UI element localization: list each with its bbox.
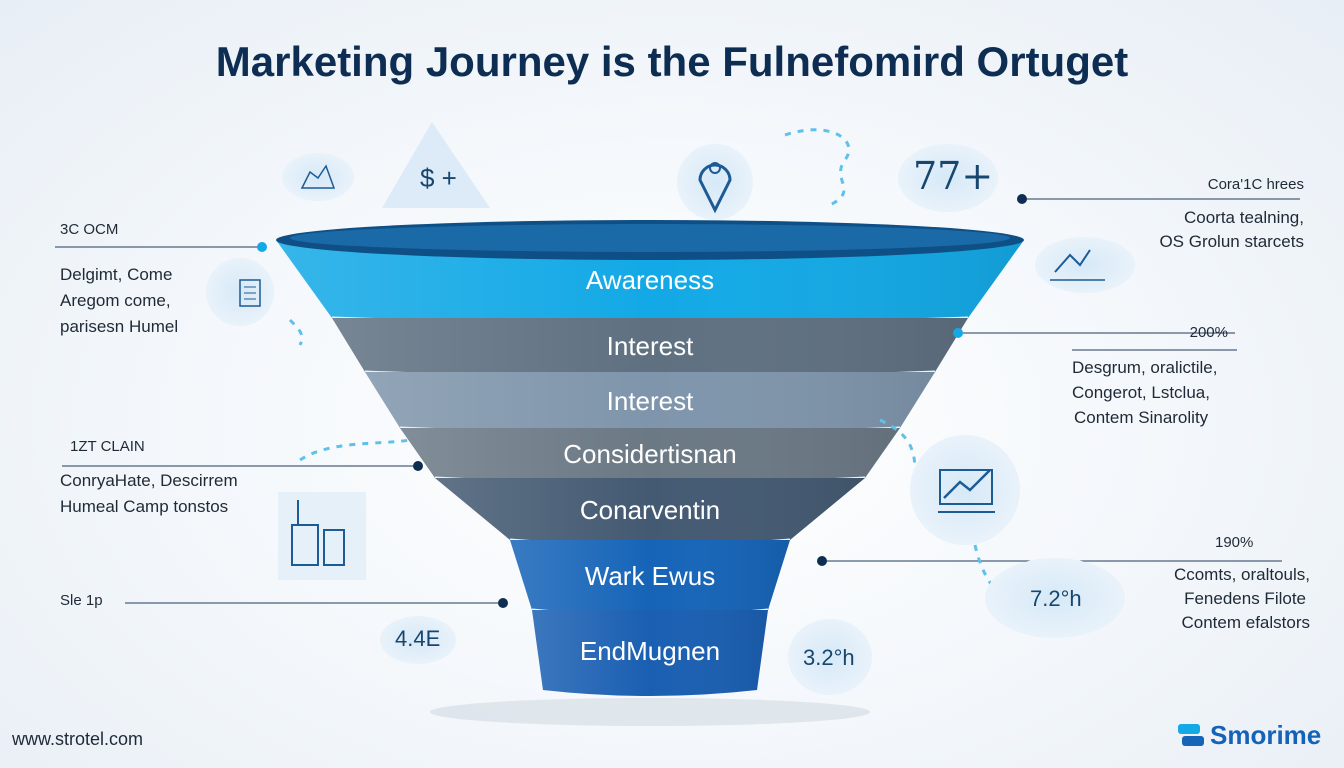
- left-badge-value: 4.4E: [395, 626, 441, 651]
- dollar-plus-text: $ +: [420, 163, 457, 193]
- dollar-triangle-icon: [382, 122, 490, 208]
- funnel-stage-label-7: EndMugnen: [579, 636, 721, 666]
- left-note-1-line-3: parisesn Humel: [60, 317, 179, 336]
- funnel-stage-shade-3: [365, 372, 935, 434]
- counter-text: 77+: [913, 154, 994, 198]
- funnel-stage-label-6: Wark Ewus: [584, 561, 716, 591]
- right-note-2-line-3: Contem Sinarolity: [1074, 408, 1209, 427]
- left-note-2-heading: 1ZT CLAIN: [70, 438, 145, 455]
- connector-dots: [257, 194, 1027, 608]
- right-note-2-line-1: Desgrum, oralictile,: [1072, 358, 1218, 377]
- people-icon: [282, 153, 354, 201]
- funnel-stage-shade-4: [400, 428, 900, 484]
- growth-chart-icon: [910, 435, 1020, 545]
- brand-icon: [1178, 724, 1204, 746]
- wave-bubble: [985, 558, 1125, 638]
- left-note-1-line-2: Aregom come,: [60, 291, 171, 310]
- right-note-1-line-1: Coorta tealning,: [1183, 208, 1304, 227]
- right-note-1-heading: Cora'1C hrees: [1207, 176, 1304, 193]
- document-icon: [206, 258, 274, 326]
- left-note-2-line-1: ConryaHate, Descirrem: [60, 471, 238, 490]
- location-pin-icon: [677, 144, 753, 220]
- funnel-shadow: [430, 698, 870, 726]
- funnel-rim-inner: [290, 224, 1010, 252]
- funnel-stage-shade-7: [532, 610, 768, 696]
- right-note-1-line-2: OS Grolun starcets: [1159, 232, 1304, 251]
- counter-badge: [898, 144, 998, 212]
- right-note-2-heading: 200%: [1189, 324, 1228, 341]
- funnel-stage-label-2: Interest: [606, 331, 694, 361]
- left-note-3-heading: Sle 1p: [60, 592, 103, 609]
- left-note-2-line-2: Humeal Camp tonstos: [60, 497, 229, 516]
- right-note-3-line-1: Ccomts, oraltouls,: [1173, 565, 1310, 584]
- funnel-stage-label-5: Conarventin: [579, 495, 721, 525]
- badge-bubbles: [380, 616, 872, 695]
- right-badge-value-2: 3.2°h: [803, 645, 855, 670]
- left-note-1-line-1: Delgimt, Come: [60, 265, 173, 284]
- right-note-2-line-2: Congerot, Lstclua,: [1072, 383, 1210, 402]
- funnel-stage-shade-5: [435, 478, 865, 546]
- funnel-stage-label-1: Awareness: [585, 265, 715, 295]
- left-note-1-heading: 3C OCM: [60, 221, 119, 238]
- page-title: Marketing Journey is the Fulnefomird Ort…: [215, 38, 1129, 85]
- right-note-3-line-3: Contem efalstors: [1181, 613, 1311, 632]
- funnel-stage-label-3: Interest: [606, 386, 694, 416]
- chart-small-icon: [1035, 237, 1135, 293]
- brand-name: Smorime: [1210, 720, 1322, 750]
- right-note-3-heading: 190%: [1215, 534, 1254, 551]
- right-note-3-line-2: Fenedens Filote: [1184, 589, 1306, 608]
- funnel-stage-shade-1: [276, 240, 1024, 324]
- brand-logo: Smorime: [1178, 720, 1321, 751]
- funnel-stage-label-4: Considertisnan: [563, 439, 737, 469]
- funnel-stage-shade-2: [332, 318, 968, 378]
- building-icon: [278, 492, 366, 580]
- website-url[interactable]: www.strotel.com: [12, 729, 144, 749]
- right-badge-value-1: 7.2°h: [1030, 586, 1082, 611]
- funnel-stage-shade-6: [510, 540, 790, 616]
